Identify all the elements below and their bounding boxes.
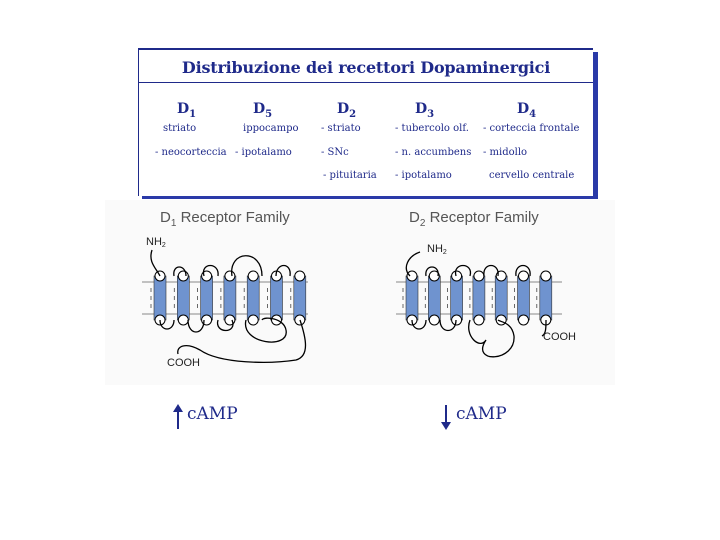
helix-cap bbox=[541, 271, 551, 281]
helix-cap bbox=[248, 315, 258, 325]
d1-c-terminus bbox=[178, 320, 306, 362]
helix-cap bbox=[295, 271, 305, 281]
d2-cooh-label: COOH bbox=[543, 331, 576, 343]
d1-receptor: NH2 COOH bbox=[142, 236, 308, 369]
helix-cap bbox=[519, 271, 529, 281]
transmembrane-helix bbox=[294, 276, 306, 320]
helix-cap bbox=[452, 271, 462, 281]
transmembrane-helix bbox=[428, 276, 440, 320]
helix-cap bbox=[295, 315, 305, 325]
transmembrane-helix bbox=[154, 276, 166, 320]
d1-helices bbox=[151, 271, 306, 325]
transmembrane-helix bbox=[518, 276, 530, 320]
helix-cap bbox=[407, 271, 417, 281]
d2-receptor: NH2 COOH bbox=[396, 243, 576, 357]
transmembrane-helix bbox=[247, 276, 259, 320]
transmembrane-helix bbox=[224, 276, 236, 320]
d1-cooh-label: COOH bbox=[167, 357, 200, 369]
helix-cap bbox=[178, 315, 188, 325]
transmembrane-helix bbox=[495, 276, 507, 320]
helix-cap bbox=[519, 315, 529, 325]
transmembrane-helix bbox=[177, 276, 189, 320]
helix-cap bbox=[178, 271, 188, 281]
helix-cap bbox=[474, 271, 484, 281]
helix-cap bbox=[225, 271, 235, 281]
transmembrane-helix bbox=[271, 276, 283, 320]
transmembrane-helix bbox=[540, 276, 552, 320]
d2-helices bbox=[403, 271, 552, 325]
arrow-up-icon bbox=[172, 404, 184, 430]
transmembrane-helix bbox=[406, 276, 418, 320]
d1-camp-label: cAMP bbox=[187, 404, 238, 424]
helix-cap bbox=[474, 315, 484, 325]
transmembrane-helix bbox=[451, 276, 463, 320]
d2-nh2-label: NH2 bbox=[427, 243, 447, 256]
transmembrane-helix bbox=[201, 276, 213, 320]
helix-cap bbox=[248, 271, 258, 281]
d2-camp-label: cAMP bbox=[456, 404, 507, 424]
d2-loop bbox=[469, 320, 514, 357]
arrow-down-icon bbox=[440, 404, 452, 430]
d1-nh2-label: NH2 bbox=[146, 236, 166, 249]
helix-cap bbox=[429, 315, 439, 325]
transmembrane-helix bbox=[473, 276, 485, 320]
